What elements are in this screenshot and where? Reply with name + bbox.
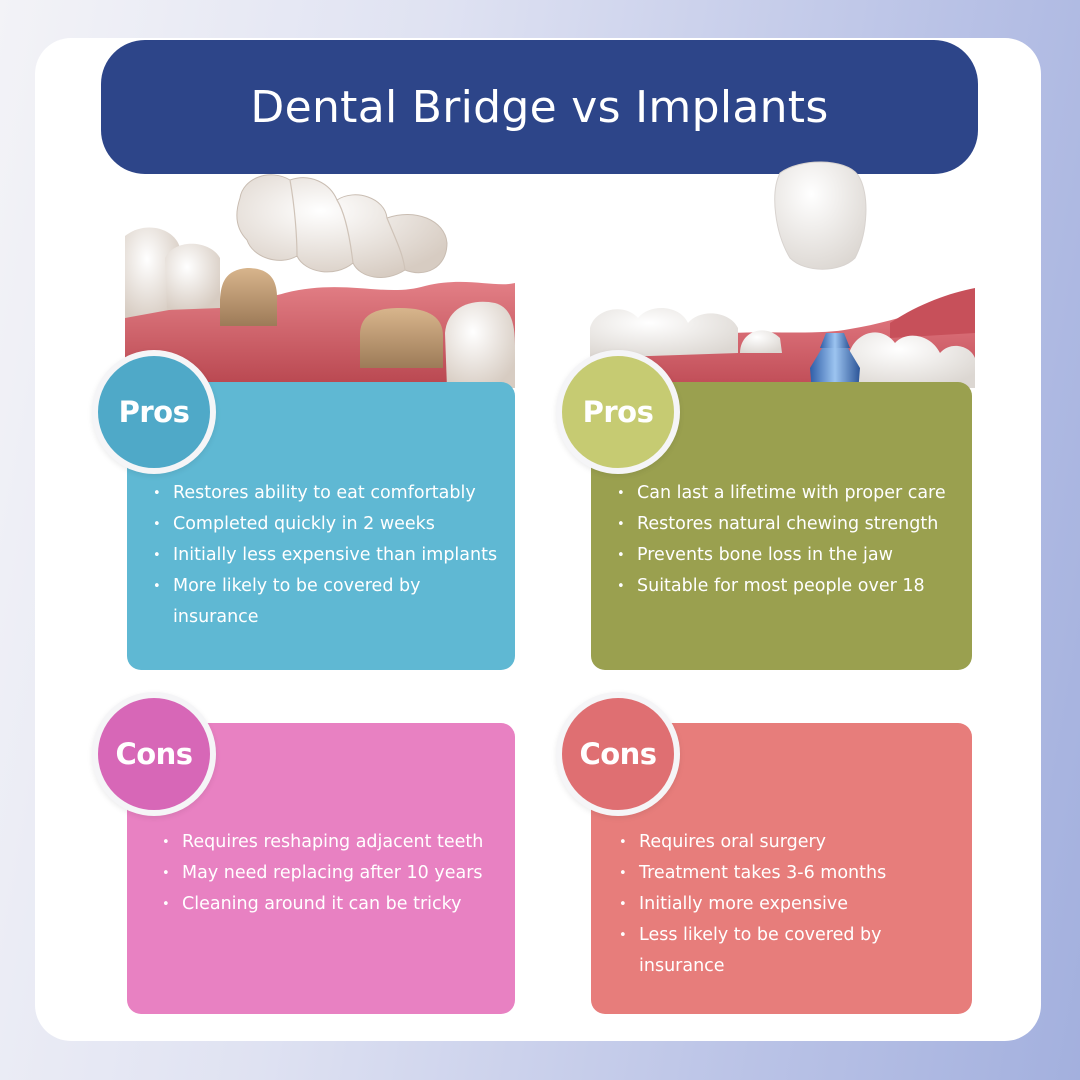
bridge-pros-panel: Restores ability to eat comfortably Comp…	[127, 382, 515, 670]
list-item: More likely to be covered by insurance	[153, 571, 508, 633]
list-item: May need replacing after 10 years	[162, 858, 512, 889]
list-item: Can last a lifetime with proper care	[617, 478, 967, 509]
badge-label: Cons	[115, 737, 193, 771]
bridge-pros-badge: Pros	[92, 350, 216, 474]
list-item: Prevents bone loss in the jaw	[617, 540, 967, 571]
title-banner: Dental Bridge vs Implants	[101, 40, 978, 174]
list-item: Initially more expensive	[619, 889, 964, 920]
list-item: Treatment takes 3-6 months	[619, 858, 964, 889]
dental-implant-image	[590, 161, 975, 388]
implant-cons-panel: Requires oral surgery Treatment takes 3-…	[591, 723, 972, 1014]
dental-bridge-image	[125, 174, 515, 388]
list-item: Requires reshaping adjacent teeth	[162, 827, 512, 858]
implant-cons-badge: Cons	[556, 692, 680, 816]
badge-label: Pros	[118, 395, 190, 429]
implant-pros-badge: Pros	[556, 350, 680, 474]
list-item: Suitable for most people over 18	[617, 571, 967, 602]
bridge-cons-badge: Cons	[92, 692, 216, 816]
list-item: Less likely to be covered by insurance	[619, 920, 964, 982]
badge-label: Cons	[579, 737, 657, 771]
implant-pros-list: Can last a lifetime with proper care Res…	[617, 478, 967, 602]
implant-cons-list: Requires oral surgery Treatment takes 3-…	[619, 827, 964, 982]
badge-label: Pros	[582, 395, 654, 429]
list-item: Requires oral surgery	[619, 827, 964, 858]
list-item: Restores ability to eat comfortably	[153, 478, 508, 509]
list-item: Completed quickly in 2 weeks	[153, 509, 508, 540]
bridge-pros-list: Restores ability to eat comfortably Comp…	[153, 478, 508, 633]
bridge-cons-list: Requires reshaping adjacent teeth May ne…	[162, 827, 512, 920]
list-item: Restores natural chewing strength	[617, 509, 967, 540]
list-item: Cleaning around it can be tricky	[162, 889, 512, 920]
list-item: Initially less expensive than implants	[153, 540, 508, 571]
infographic-card: Dental Bridge vs Implants	[35, 38, 1041, 1041]
page-title: Dental Bridge vs Implants	[250, 81, 829, 133]
